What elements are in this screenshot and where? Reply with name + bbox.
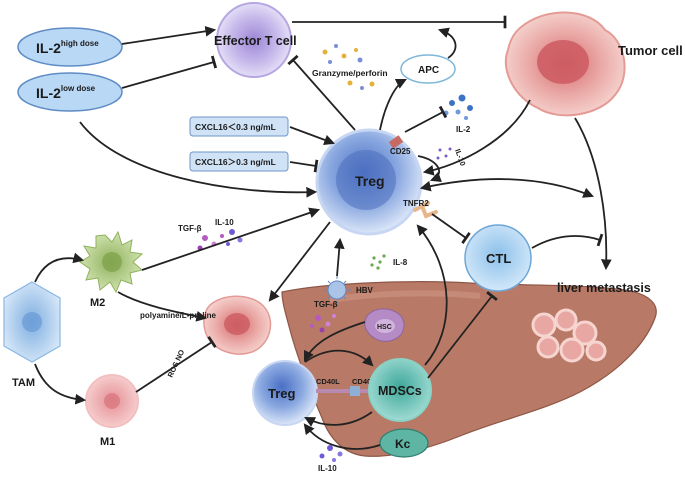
tnfr2-receptor (413, 201, 438, 219)
m1-cell (85, 374, 139, 428)
tgf-b-il10-mid-dots (197, 229, 243, 251)
effector-t-cell (216, 2, 292, 78)
tam-label: TAM (12, 377, 35, 389)
mdscs-cell (368, 358, 432, 422)
kc-cell (379, 428, 429, 458)
liver-organ (281, 281, 657, 457)
m2-label: M2 (90, 297, 105, 309)
cd40-label: CD40 (352, 377, 371, 386)
m1-label: M1 (100, 436, 115, 448)
ros-no-label: ROS NO (166, 348, 187, 379)
treg-cell (315, 128, 423, 236)
connector-lines (34, 15, 612, 450)
svg-text:CXCL16＞0.3 ng/mL: CXCL16＞0.3 ng/mL (195, 157, 276, 167)
metastasis-nodules (531, 308, 607, 363)
hsc-label: HSC (377, 324, 392, 331)
il8-dots (370, 254, 386, 270)
kc-label: Kc (395, 437, 411, 451)
tgf-b-mid-label: TGF-β (178, 224, 202, 233)
il2-low-dose-ellipse: IL-2low dose (17, 72, 123, 112)
hsc-cell (364, 308, 405, 342)
ctl-label: CTL (486, 251, 511, 266)
ctl-cell (464, 224, 532, 292)
cxcl16-low-box: CXCL16＜0.3 ng/mL (189, 116, 289, 137)
il10-top-dots (436, 147, 452, 160)
il2-high-dose-ellipse: IL-2high dose (17, 27, 123, 67)
cd25-receptor (388, 135, 404, 149)
polyamine-label: polyamine/L-proline (140, 311, 217, 320)
svg-text:CXCL16＜0.3 ng/mL: CXCL16＜0.3 ng/mL (195, 122, 276, 132)
il2-secreted-dots (443, 94, 473, 120)
hbv-virus (323, 276, 351, 304)
tumor-cell (504, 11, 626, 117)
tam-cell (3, 281, 61, 363)
il10-bottom-label: IL-10 (318, 464, 337, 473)
liver-metastasis-label: liver metastasis (557, 281, 651, 295)
hbv-label: HBV (356, 286, 374, 295)
cd40l-label: CD40L (316, 377, 340, 386)
mdscs-label: MDSCs (378, 384, 422, 398)
tumor-cell-label: Tumor cell (618, 43, 683, 58)
apc-label: APC (418, 65, 439, 76)
svg-text:IL-2high dose: IL-2high dose (36, 39, 99, 56)
treg-small-label: Treg (268, 386, 296, 401)
granzyme-label: Granzyme/perforin (312, 68, 388, 78)
il2-secreted-label: IL-2 (456, 125, 471, 134)
il10-mid-label: IL-10 (215, 218, 234, 227)
granzyme-perforin-dots (322, 44, 375, 90)
il10-bottom-dots (319, 445, 343, 462)
tnfr2-label: TNFR2 (403, 199, 429, 208)
tgf-b-bottom-label: TGF-β (314, 300, 338, 309)
effector-t-cell-label: Effector T cell (214, 34, 297, 48)
treg-label: Treg (355, 173, 385, 189)
svg-text:IL-2low dose: IL-2low dose (36, 84, 96, 101)
cxcl16-high-box: CXCL16＞0.3 ng/mL (189, 151, 289, 172)
m2-cell (79, 230, 144, 294)
cd25-label: CD25 (390, 147, 411, 156)
apc-cell (400, 54, 456, 84)
cd40l-cd40-bond (316, 386, 376, 396)
il8-label: IL-8 (393, 258, 408, 267)
tgf-b-bottom-dots (310, 314, 336, 333)
tumor-cell-small (203, 295, 272, 355)
